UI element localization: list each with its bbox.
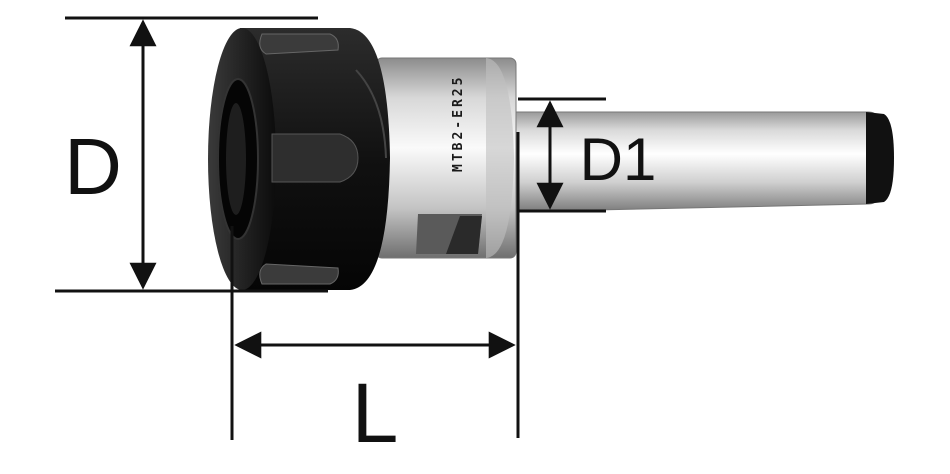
nut-slot-top — [259, 33, 339, 55]
product-engraving: MTB2-ER25 — [451, 75, 466, 172]
collet-nut — [208, 28, 390, 290]
dimension-l: L — [230, 132, 520, 460]
shank-end-tang — [866, 112, 894, 204]
nut-slot-middle — [271, 133, 359, 183]
dimension-d1-label: D1 — [580, 126, 657, 193]
nut-slot-bottom — [259, 263, 339, 285]
chuck-body: MTB2-ER25 — [375, 57, 517, 259]
dimension-d1: D1 — [518, 97, 657, 213]
dimension-l-label: L — [352, 366, 399, 460]
dimension-d: D — [55, 16, 328, 293]
dimension-d-label: D — [64, 122, 122, 211]
taper-shank — [504, 111, 894, 213]
